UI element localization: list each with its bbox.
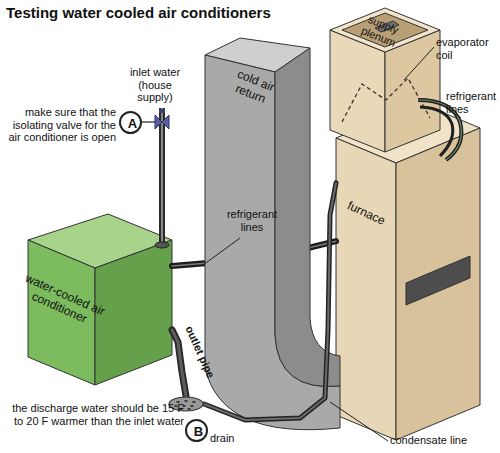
diagram-title: Testing water cooled air conditioners: [6, 4, 426, 21]
pipe-highlight: [172, 241, 336, 266]
water-cooled-unit: water-cooled air conditioner: [28, 214, 172, 385]
grate-hole: [184, 400, 188, 402]
inlet-pipe: [159, 108, 165, 246]
pipe-connector: [204, 183, 336, 420]
pipe-highlight: [204, 183, 336, 420]
part-label: inlet water (house supply): [122, 66, 188, 104]
furnace: furnace: [336, 103, 480, 440]
node-text: A: [121, 117, 144, 132]
pipe-body: [172, 330, 186, 396]
shape-outline: [205, 38, 340, 438]
callout-circle: B: [185, 419, 208, 442]
instruction-note: the discharge water should be 15 F to 20…: [2, 402, 184, 427]
pipe-highlight: [172, 330, 186, 396]
leader-line: [142, 121, 155, 122]
valve-handle: [159, 109, 165, 113]
pipe-connector: [172, 241, 336, 266]
part-label: refrigerant lines: [446, 90, 500, 115]
shape-face: [275, 48, 340, 387]
pipe-connector: [172, 330, 186, 396]
part-label: refrigerant lines: [222, 208, 282, 233]
shape-face: [396, 128, 480, 440]
grate-hole: [187, 408, 191, 410]
shape-face: [406, 256, 470, 305]
cold-air-return-duct: cold air return: [205, 38, 340, 438]
pipe-body: [204, 183, 336, 420]
part-label: condensate line: [390, 434, 490, 447]
node-text: B: [187, 425, 210, 440]
pipe-body: [172, 241, 336, 266]
shape-face: [336, 138, 396, 440]
inlet-pipe-highlight: [161, 108, 163, 246]
shape-outline: [336, 103, 480, 440]
callout-circle: A: [119, 111, 142, 134]
grate-hole: [190, 405, 194, 407]
part-label: evaporator coil: [436, 36, 498, 61]
instruction-note: make sure that the isolating valve for t…: [2, 106, 116, 144]
isolating-valve: [155, 115, 169, 129]
grate-hole: [192, 401, 196, 403]
node-text: drain: [210, 432, 250, 445]
supply-plenum: supply plenum: [330, 8, 440, 153]
